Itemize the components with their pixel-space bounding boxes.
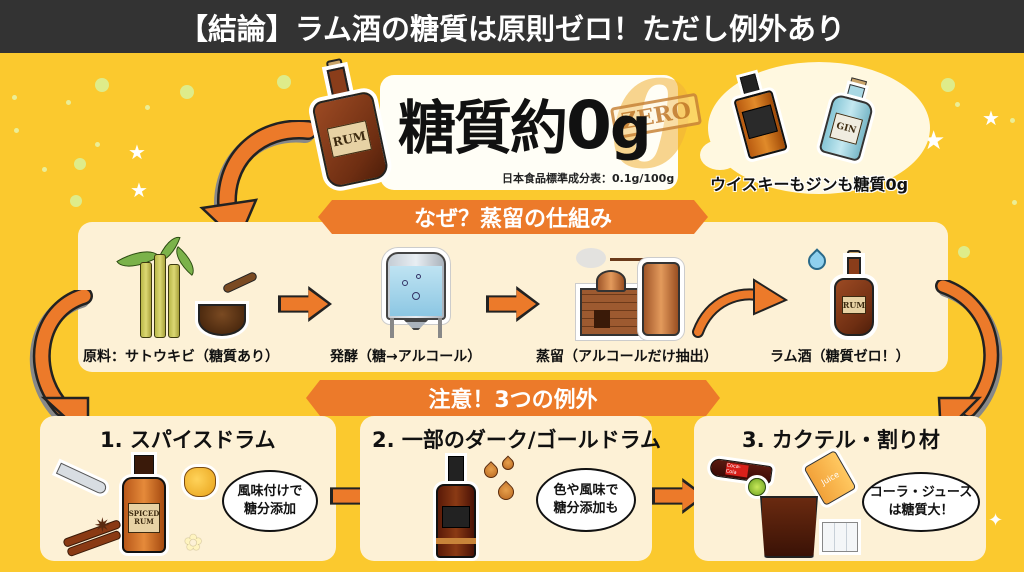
curved-arrow-icon	[692, 278, 789, 338]
bottle-neck	[847, 257, 861, 279]
syrup-bowl	[198, 304, 246, 336]
exception-title: 1. スパイスドラム	[100, 428, 276, 452]
steam	[576, 248, 606, 268]
step-label: 発酵（糖→アルコール）	[330, 349, 482, 365]
hero-card	[380, 75, 678, 190]
spiced-rum-illustration: SPICED RUM ✷ ✿	[55, 455, 246, 558]
dot-decoration	[12, 95, 17, 100]
hero-headline: 糖質約0g	[398, 93, 652, 162]
dot-decoration	[95, 142, 100, 147]
speech-line-1: 色や風味で	[553, 483, 619, 499]
process-banner: なぜ？蒸留の仕組み	[318, 200, 708, 234]
hero-source-note: 日本食品標準成分表：0.1g/100g	[502, 172, 675, 185]
lime-icon	[748, 478, 766, 496]
sparkle-icon: ✦	[988, 510, 1004, 531]
star-icon: ★	[128, 140, 146, 164]
step-label: ラム酒（糖質ゼロ！）	[770, 349, 910, 365]
star-anise-icon: ✷	[94, 513, 111, 537]
speech-bubble: 色や風味で 糖分添加も	[536, 468, 636, 532]
bottle-label: RUM	[842, 296, 866, 314]
dot-decoration	[955, 102, 960, 107]
speech-line-1: コーラ・ジュース	[869, 485, 973, 501]
pipe	[610, 258, 666, 261]
bottle-band	[436, 538, 476, 544]
hero-main-text: 糖質約	[398, 94, 568, 162]
speech-bubble: 風味付けで 糖分添加	[222, 470, 318, 532]
honey-jar-icon	[184, 467, 216, 497]
cola-glass-icon	[760, 496, 818, 558]
dot-decoration	[1010, 118, 1015, 123]
dot-decoration	[958, 246, 970, 258]
cocktail-illustration: Coca-Cola Juice	[708, 449, 888, 564]
cane-stalk	[168, 264, 180, 338]
bottle-neck	[448, 456, 464, 486]
exception-title: 2. 一部のダーク/ゴールドラム	[372, 428, 661, 452]
page-title: 【結論】ラム酒の糖質は原則ゼロ！ただし例外あり	[178, 11, 846, 46]
speech-line-1: 風味付けで	[237, 484, 303, 500]
bottle-neck	[134, 455, 154, 479]
brick-furnace	[580, 288, 644, 336]
curved-arrow-icon	[199, 120, 318, 245]
dot-decoration	[180, 85, 194, 99]
hero-unit: g	[609, 94, 652, 162]
star-icon: ★	[982, 106, 1000, 130]
pot-still	[596, 270, 626, 292]
step-label: 原料：サトウキビ（糖質あり）	[83, 349, 279, 365]
hero-zero: 0	[566, 87, 612, 164]
cane-stalk	[140, 262, 152, 338]
thought-bubble-tail	[700, 140, 740, 170]
dot-decoration	[74, 158, 86, 170]
tank-leg	[390, 318, 394, 338]
bubble	[402, 280, 408, 286]
bottle-label: SPICED RUM	[128, 503, 160, 533]
hero-big-zero: 0	[610, 55, 694, 196]
title-bar: 【結論】ラム酒の糖質は原則ゼロ！ただし例外あり	[0, 0, 1024, 53]
sugar-spoon-icon	[55, 462, 109, 496]
speech-bubble: コーラ・ジュース は糖質大！	[862, 472, 980, 532]
dot-decoration	[70, 195, 82, 207]
dot-decoration	[277, 75, 291, 89]
dot-decoration	[1012, 200, 1017, 205]
dot-decoration	[66, 100, 71, 105]
exception-title: 3. カクテル・割り材	[742, 428, 940, 452]
sugar-cubes-icon	[822, 522, 858, 552]
dot-decoration	[941, 78, 955, 92]
cane-stalk	[154, 254, 166, 338]
speech-line-2: は糖質大！	[888, 503, 954, 518]
dark-rum-bottle-icon	[436, 456, 476, 560]
condenser	[642, 262, 680, 336]
side-note-text: ウイスキーもジンも糖質0g	[710, 175, 909, 194]
spoon	[221, 270, 259, 295]
speech-line-2: 糖分添加も	[553, 501, 619, 516]
star-icon: ★	[130, 178, 148, 202]
sugarcane-icon	[116, 232, 259, 342]
speech-line-2: 糖分添加	[243, 502, 296, 517]
tank-cone	[404, 320, 428, 330]
dot-decoration	[42, 167, 47, 172]
bubble	[416, 274, 421, 279]
step-label: 蒸留（アルコールだけ抽出）	[536, 349, 718, 365]
bottle-label	[442, 506, 470, 528]
exceptions-banner: 注意！3つの例外	[306, 380, 720, 416]
dot-decoration	[14, 128, 19, 133]
dot-decoration	[95, 78, 109, 92]
dot-decoration	[145, 105, 150, 110]
distillation-still-icon	[576, 248, 692, 338]
vanilla-flower-icon: ✿	[184, 531, 203, 556]
fermentation-tank-icon	[386, 252, 446, 338]
furnace-door	[594, 310, 610, 328]
tank-leg	[438, 318, 442, 338]
rum-bottle-icon: RUM	[834, 250, 874, 336]
bubble	[412, 292, 420, 300]
